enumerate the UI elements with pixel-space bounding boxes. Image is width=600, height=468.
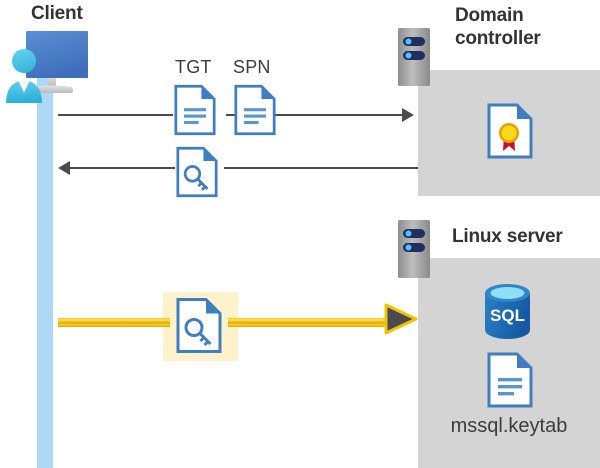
keytab-filename-label: mssql.keytab	[450, 415, 568, 437]
flow-request-line-right	[226, 114, 402, 116]
client-title: Client	[31, 3, 83, 24]
flow-request-arrowhead	[402, 108, 414, 122]
tgt-label: TGT	[175, 57, 212, 77]
spn-label: SPN	[233, 57, 271, 77]
service-ticket-key-icon-highlighted	[176, 297, 222, 354]
certificate-icon	[487, 103, 533, 159]
flow-service-ticket-arrowhead	[384, 303, 418, 335]
flow-service-ticket-line-right	[228, 318, 394, 327]
domain-controller-title-line2: controller	[455, 28, 541, 49]
linux-server-title: Linux server	[452, 226, 563, 247]
flow-service-ticket-line-left	[58, 318, 170, 327]
flow-response-line-right	[224, 167, 418, 169]
sql-database-icon: SQL	[483, 284, 532, 339]
domain-controller-server-rack-icon	[398, 28, 430, 86]
client-lifeline	[37, 78, 53, 468]
linux-server-server-rack-icon	[398, 220, 430, 278]
domain-controller-title-line1: Domain	[455, 5, 524, 26]
tgt-document-icon	[174, 84, 216, 136]
domain-controller-title: Domain controller	[455, 4, 595, 50]
service-ticket-key-icon	[176, 146, 218, 198]
spn-document-icon	[234, 84, 276, 136]
flow-response-line-left	[70, 167, 175, 169]
flow-request-line-left	[58, 114, 173, 116]
keytab-file-icon	[487, 352, 533, 408]
sql-label: SQL	[490, 306, 525, 325]
flow-response-arrowhead	[58, 161, 70, 175]
user-monitor-icon	[4, 25, 100, 103]
